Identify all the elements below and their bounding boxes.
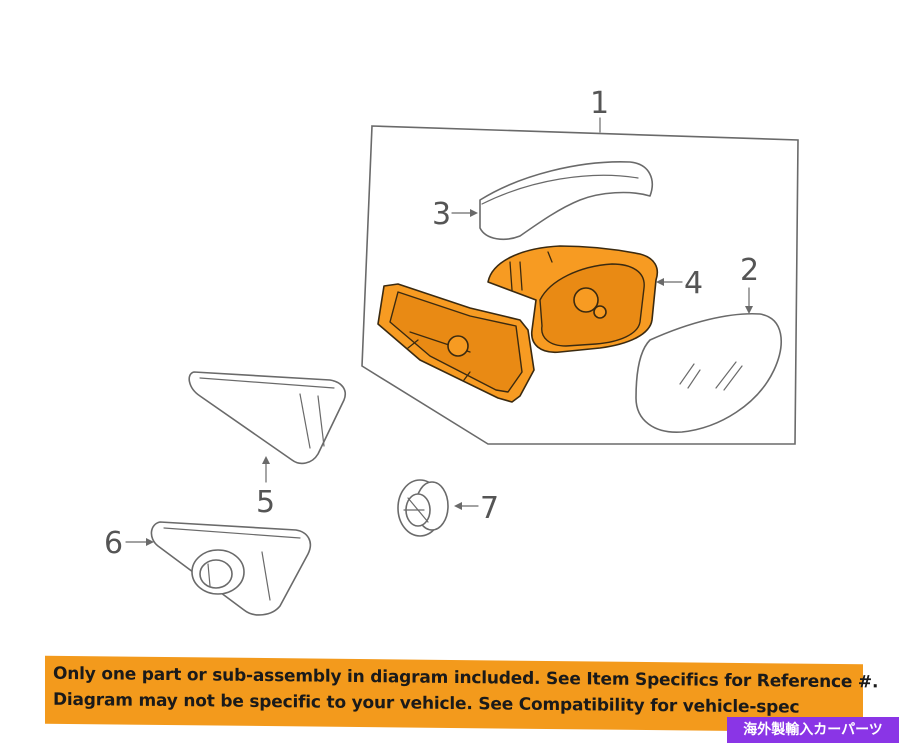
arrowhead-5 [262,456,270,464]
callout-4: 4 [684,266,703,301]
arrowhead-4 [656,278,664,286]
callout-3: 3 [432,197,451,232]
disclaimer-line-2: Diagram may not be specific to your vehi… [53,689,800,718]
callout-5: 5 [256,485,275,520]
callout-7: 7 [480,491,499,526]
part-5-cover [188,371,346,465]
part-6-lamp-housing [150,521,312,616]
part-3-mirror-cap [479,161,654,241]
callout-6: 6 [104,526,123,561]
disclaimer-line-1: Only one part or sub-assembly in diagram… [53,663,879,693]
arrowhead-7 [454,502,462,510]
part-4-mirror-housing [377,245,659,403]
callout-1: 1 [590,86,609,121]
arrowhead-3 [470,209,478,217]
arrowhead-2 [745,306,753,314]
arrowhead-6 [146,538,154,546]
assembly-frame [361,125,799,445]
part-2-mirror-glass [635,312,782,433]
callout-2: 2 [740,253,759,288]
import-parts-tag: 海外製輸入カーパーツ [727,717,899,743]
part-7-bulb-socket [397,479,449,537]
